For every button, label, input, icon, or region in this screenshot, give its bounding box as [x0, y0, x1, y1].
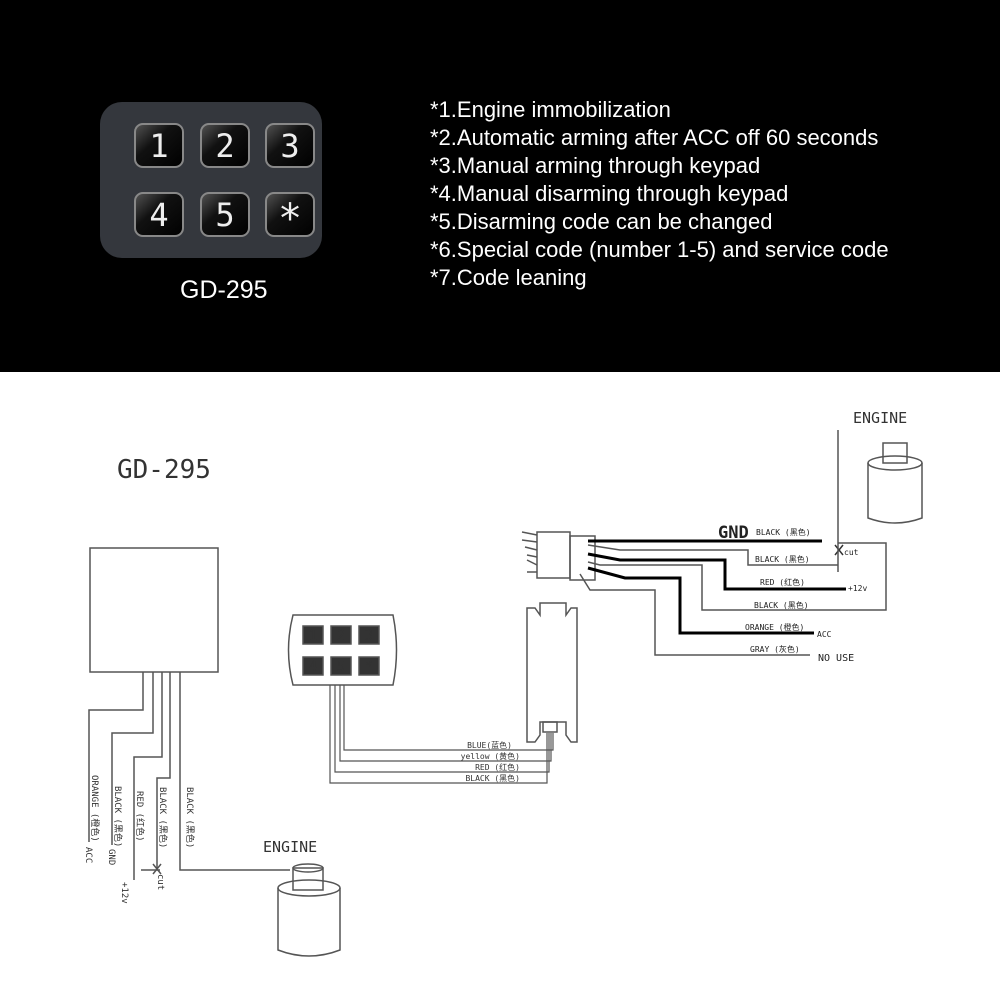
label-black2: BLACK (黑色)	[755, 554, 810, 564]
label-black-cut: BLACK (黑色)	[157, 787, 169, 848]
label-yellow: yellow (黄色)	[461, 751, 520, 761]
feature-item: *5.Disarming code can be changed	[430, 209, 773, 234]
label-red: RED (红色)	[134, 791, 146, 842]
diagram-key-3: 3	[365, 628, 373, 644]
label-gray: GRAY (灰色)	[750, 644, 800, 654]
left-wires	[88, 672, 290, 880]
diagram-key-2: 2	[337, 628, 345, 644]
label-cut: cut	[155, 874, 165, 890]
label-red-keypad: RED (红色)	[475, 762, 520, 772]
engine-icon	[277, 863, 341, 957]
model-name: GD-295	[180, 276, 268, 304]
label-black1: BLACK (黑色)	[756, 527, 811, 537]
diagram-key-4: 4	[309, 659, 317, 675]
diagram-key-star: *	[365, 659, 373, 675]
feature-item: *4.Manual disarming through keypad	[430, 181, 789, 206]
key-3: 3	[280, 127, 299, 165]
engine-label: ENGINE	[263, 838, 317, 856]
diagram-key-5: 5	[337, 659, 345, 675]
feature-list: *1.Engine immobilization *2.Automatic ar…	[430, 96, 889, 292]
feature-item: *6.Special code (number 1-5) and service…	[430, 237, 889, 262]
label-gnd: GND	[106, 849, 116, 865]
connector	[521, 531, 596, 581]
label-12v-right: +12v	[848, 584, 867, 593]
label-red-right: RED (红色)	[760, 577, 805, 587]
label-black-gnd: BLACK (黑色)	[112, 786, 124, 847]
product-banner: 1 2 3 4 5 * GD-295 *1.Engine immobilizat…	[0, 0, 1000, 372]
keypad-photo: 1 2 3 4 5 *	[100, 102, 322, 258]
feature-item: *2.Automatic arming after ACC off 60 sec…	[430, 125, 879, 150]
control-module	[89, 547, 219, 673]
label-orange: ORANGE (橙色)	[89, 775, 101, 842]
right-wires	[579, 539, 887, 656]
key-5: 5	[215, 196, 234, 234]
wiring-diagram: GD-295 ORANGE (橙色) ACC BLACK (黑色) GND RE…	[83, 409, 923, 957]
engine-label-right: ENGINE	[853, 409, 907, 427]
label-blue: BLUE(蓝色)	[467, 740, 512, 750]
label-orange-right: ORANGE (橙色)	[745, 622, 804, 632]
diagram-key-1: 1	[309, 628, 317, 644]
label-12v: +12v	[119, 882, 129, 904]
keypad-wires	[329, 685, 554, 784]
label-cut-right: cut	[844, 548, 859, 557]
engine-icon-right	[867, 442, 923, 524]
feature-item: *1.Engine immobilization	[430, 97, 671, 122]
key-4: 4	[149, 196, 168, 234]
key-1: 1	[149, 127, 168, 165]
key-star: *	[278, 196, 302, 242]
feature-item: *3.Manual arming through keypad	[430, 153, 761, 178]
feature-item: *7.Code leaning	[430, 265, 587, 290]
label-black3: BLACK (黑色)	[754, 600, 809, 610]
label-gnd-right: GND	[718, 523, 749, 543]
label-acc: ACC	[83, 847, 93, 863]
diagram-model-name: GD-295	[117, 455, 211, 485]
label-acc-right: ACC	[817, 630, 832, 639]
label-black-keypad: BLACK (黑色)	[465, 773, 520, 783]
label-black-engine: BLACK (黑色)	[184, 787, 196, 848]
relay-module	[526, 602, 578, 743]
key-2: 2	[215, 127, 234, 165]
keypad-drawing	[287, 614, 398, 686]
label-no-use: NO USE	[818, 653, 854, 664]
